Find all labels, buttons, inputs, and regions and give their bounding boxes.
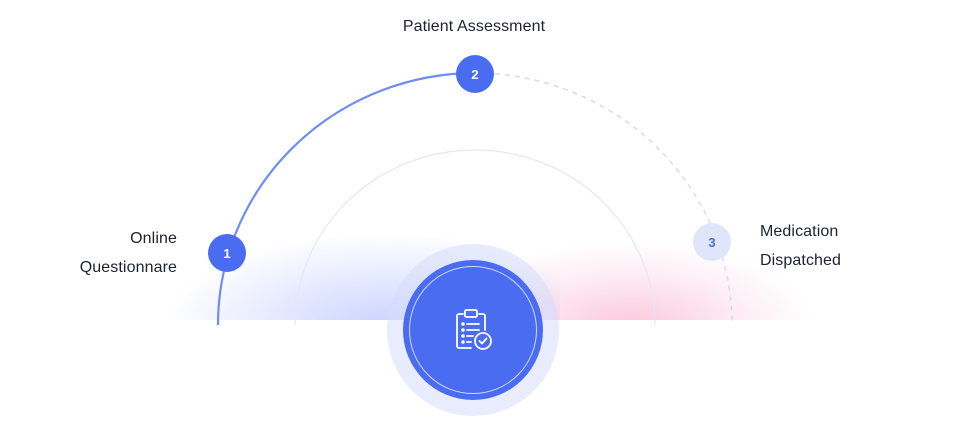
step-1-label-line-1: Online [130,230,177,247]
pending-arc [474,72,733,326]
step-2-label: Patient Assessment [350,12,598,41]
hub-ring [409,266,537,394]
step-3-label-line-2: Dispatched [760,252,842,269]
step-3-node[interactable]: 3 [693,223,731,261]
step-2-label-line-1: Patient Assessment [402,18,546,35]
step-1-node[interactable]: 1 [208,234,246,272]
step-1-label-line-2: Questionnare [79,259,177,276]
step-3-label: Medication Dispatched [760,217,910,275]
step-3-label-line-1: Medication [760,223,839,240]
step-1-label: Online Questionnare [37,224,177,282]
inner-arc [294,149,656,326]
step-2-node[interactable]: 2 [456,55,494,93]
clipboard-check-icon [456,309,492,350]
